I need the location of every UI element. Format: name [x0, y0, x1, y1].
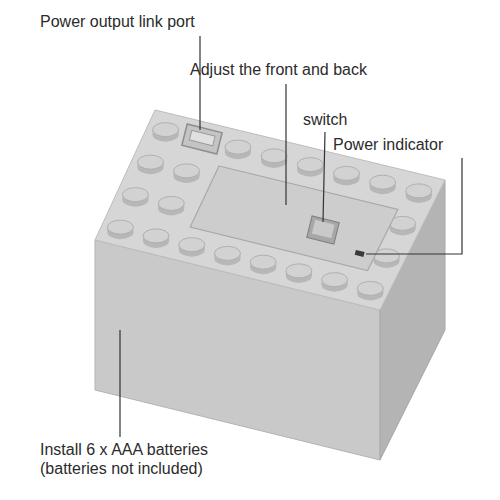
recess-panel	[190, 166, 398, 271]
port-slot	[189, 130, 215, 146]
output-port	[182, 124, 222, 154]
stud-top	[322, 273, 348, 287]
leader-line	[199, 36, 200, 130]
callout-label: Power output link port	[40, 12, 260, 31]
stud-top	[122, 188, 148, 202]
stud-top	[214, 246, 240, 260]
leader-line	[323, 132, 325, 222]
stud-top	[143, 229, 169, 243]
stud-top	[333, 166, 359, 180]
leader-line	[366, 158, 462, 254]
stud-top	[153, 123, 179, 137]
stud-top	[297, 158, 323, 172]
stud-top	[174, 164, 200, 178]
leader-lines	[120, 36, 462, 437]
stud-top	[179, 238, 205, 252]
stud-top	[370, 175, 396, 189]
switch-top	[312, 220, 335, 238]
leader-line	[285, 84, 286, 205]
callout-label: Adjust the front and back	[190, 60, 420, 79]
stud-top	[138, 155, 164, 169]
callout-label: Power indicator	[333, 135, 483, 154]
callout-label: Install 6 x AAA batteries (batteries not…	[40, 440, 230, 478]
stud-top	[107, 220, 133, 234]
stud-top	[158, 196, 184, 210]
callout-label: switch	[303, 110, 383, 129]
stud-top	[250, 255, 276, 269]
leader-line	[119, 330, 120, 437]
power-led	[355, 250, 365, 257]
stud-top	[357, 281, 383, 295]
stud-top	[286, 264, 312, 278]
stud-top	[225, 140, 251, 154]
stud-top	[261, 149, 287, 163]
stud-top	[406, 184, 432, 198]
